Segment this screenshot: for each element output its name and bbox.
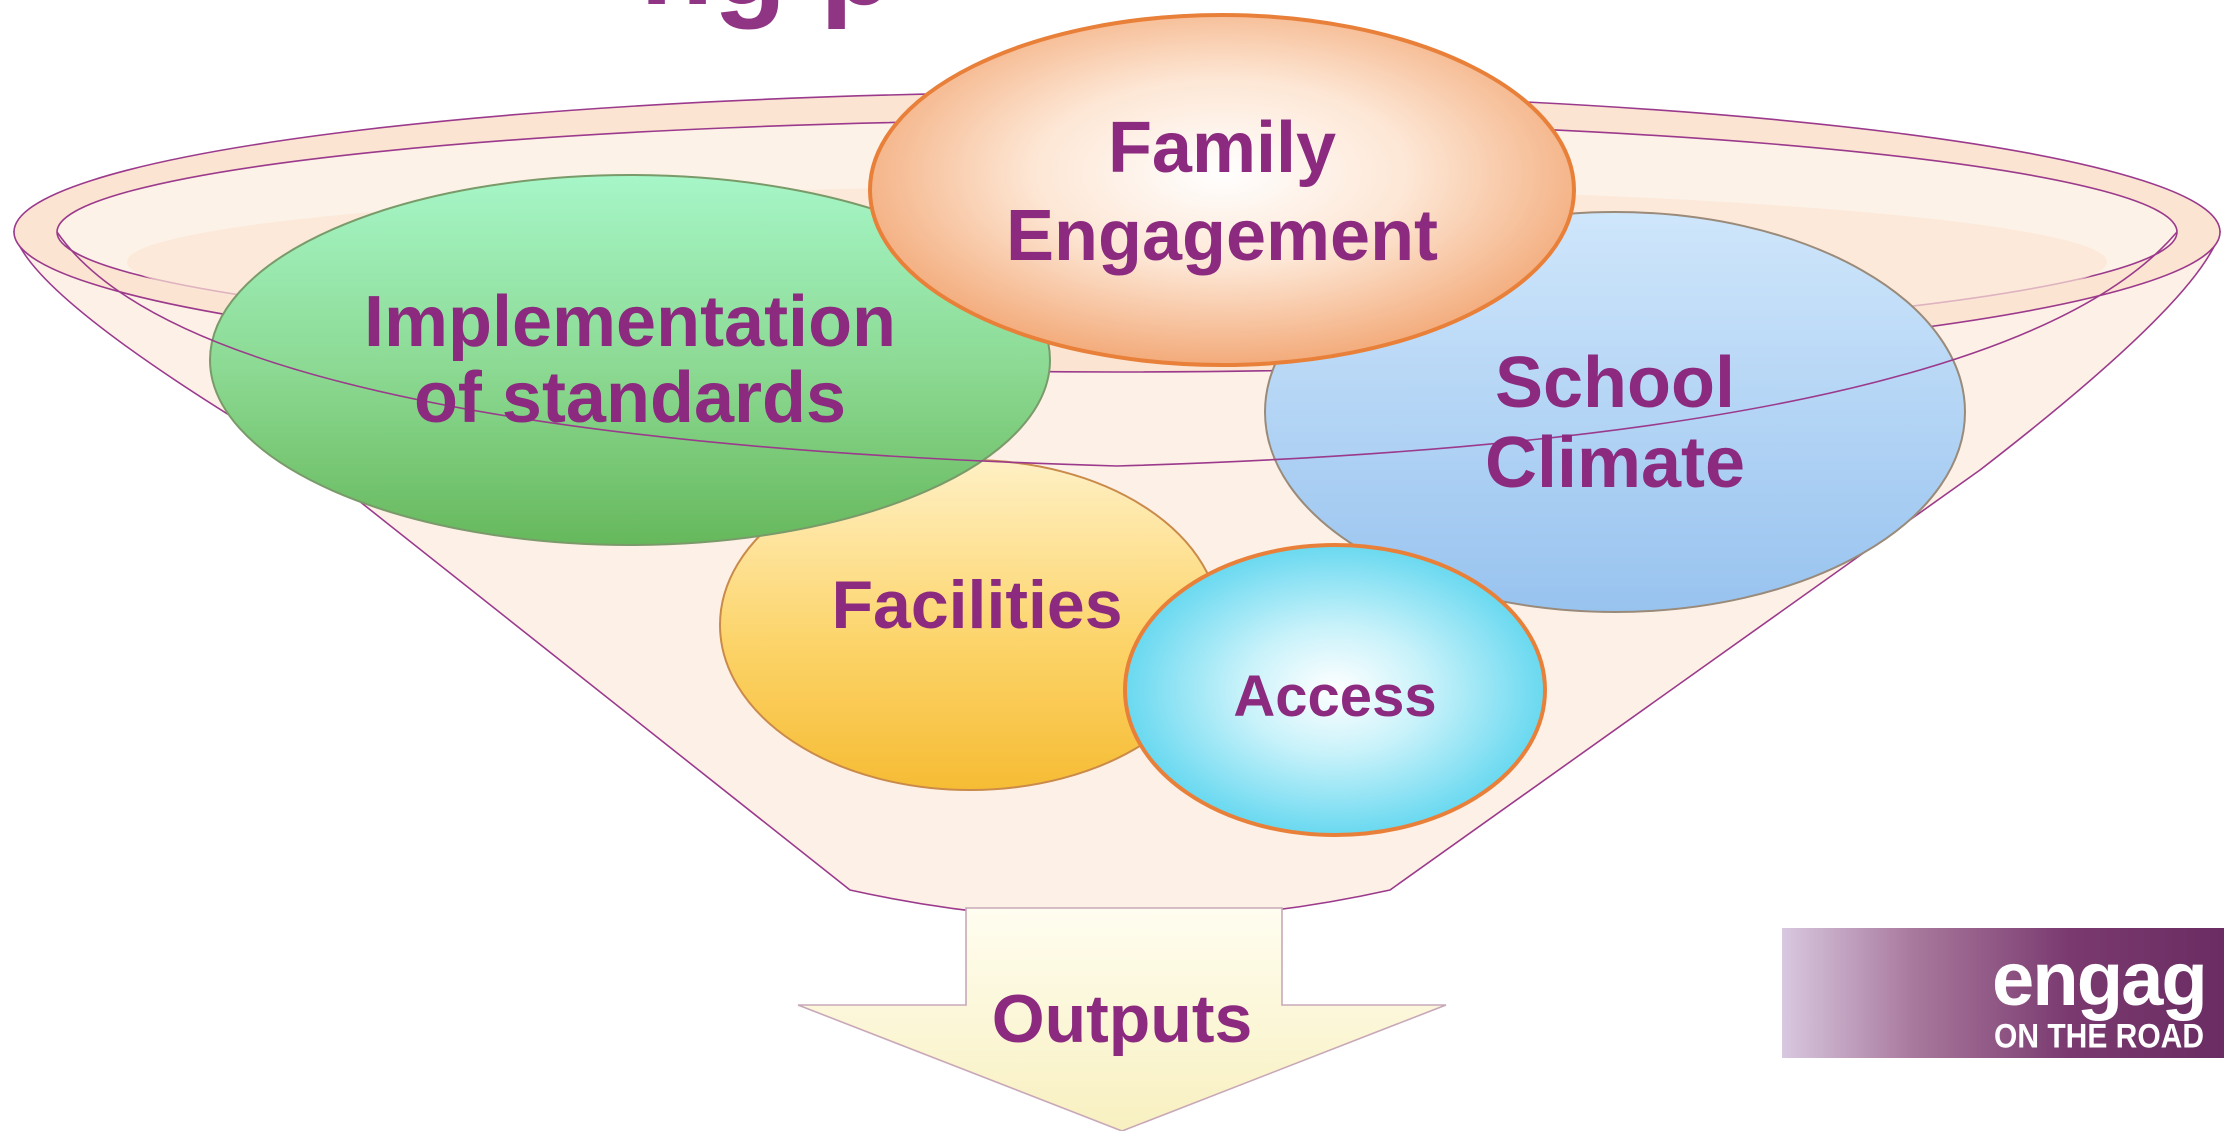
access-node <box>1123 543 1547 837</box>
family-label-line2: Engagement <box>1006 196 1438 276</box>
climate-label-line1: School <box>1495 343 1735 423</box>
access-label: Access <box>1233 664 1436 729</box>
outputs-arrow[interactable] <box>797 907 1447 1132</box>
climate-label-line2: Climate <box>1485 423 1745 503</box>
funnel-rim-front <box>56 231 2178 467</box>
facilities-label: Facilities <box>831 567 1122 643</box>
outputs-label: Outputs <box>992 981 1253 1057</box>
logo-subtitle: ON THE ROAD <box>1994 1017 2204 1056</box>
standards-label-line2: of standards <box>414 358 846 438</box>
family-engagement-node <box>868 13 1576 367</box>
page-title-fragment: ng p <box>640 0 893 30</box>
standards-label-line1: Implementation <box>364 282 896 362</box>
engage-logo: engag ON THE ROAD <box>1782 928 2224 1058</box>
logo-word: engag <box>1992 937 2208 1022</box>
family-label-line1: Family <box>1108 108 1336 188</box>
